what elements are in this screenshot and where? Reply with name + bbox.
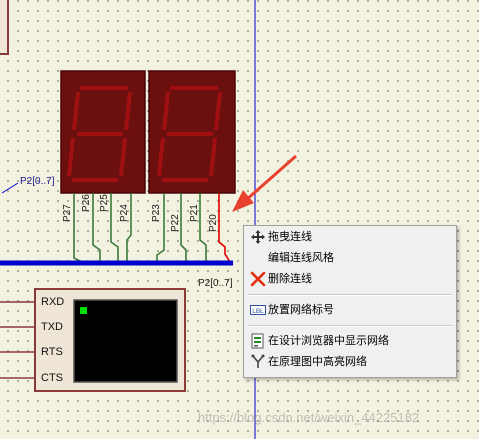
bus-entry: [1, 182, 19, 194]
highlight-net-icon: [250, 354, 266, 370]
menu-separator: [248, 294, 452, 296]
menu-item-label: 在设计浏览器中显示网络: [268, 334, 389, 347]
seven-segment-display-1[interactable]: [60, 70, 146, 194]
move-icon: [250, 229, 266, 245]
menu-item-label: 在原理图中高亮网络: [268, 355, 367, 368]
selected-wire[interactable]: [218, 193, 231, 263]
net-label-icon: LBL: [250, 302, 266, 318]
menu-item-delete-wire[interactable]: 删除连线: [248, 269, 452, 289]
svg-text:LBL: LBL: [252, 308, 264, 315]
terminal-pin-rxd: RXD: [41, 296, 65, 308]
menu-item-place-net-label[interactable]: LBL 放置网络标号: [248, 300, 452, 320]
pin-label-p24: P24: [119, 204, 130, 222]
annotation-arrow-1: [232, 154, 297, 212]
terminal-pin-txd: TXD: [41, 321, 63, 333]
menu-item-label: 放置网络标号: [268, 303, 334, 316]
menu-item-label: 编辑连线风格: [268, 251, 334, 264]
pin-label-p23: P23: [151, 204, 162, 222]
pin-label-p20: P20: [208, 214, 219, 232]
seven-segment-display-2[interactable]: [148, 70, 236, 194]
menu-item-drag-wire[interactable]: 拖曳连线: [248, 227, 452, 247]
menu-item-show-in-design-explorer[interactable]: 在设计浏览器中显示网络: [248, 331, 452, 351]
bus-label-top[interactable]: P2[0..7]: [20, 176, 55, 187]
menu-item-highlight-net[interactable]: 在原理图中高亮网络: [248, 352, 452, 372]
menu-item-edit-wire-style[interactable]: 编辑连线风格: [248, 248, 452, 268]
pin-label-p26: P26: [81, 194, 92, 212]
menu-item-label: 删除连线: [268, 272, 312, 285]
design-explorer-icon: [250, 333, 266, 349]
pin-label-p21: P21: [189, 204, 200, 222]
pin-label-p25: P25: [99, 194, 110, 212]
terminal-pin-cts: CTS: [41, 372, 63, 384]
context-menu: 拖曳连线 编辑连线风格 删除连线 LBL 放置网络标号: [243, 225, 457, 378]
pin-label-p27: P27: [62, 204, 73, 222]
terminal-pin-rts: RTS: [41, 346, 63, 358]
virtual-terminal[interactable]: [34, 288, 186, 392]
delete-x-icon: [250, 271, 266, 287]
pin-label-p22: P22: [170, 214, 181, 232]
menu-item-label: 拖曳连线: [268, 230, 312, 243]
pin-wires[interactable]: [73, 193, 207, 263]
menu-separator: [248, 325, 452, 327]
terminal-pin-wires[interactable]: [0, 301, 35, 379]
watermark: https://blog.csdn.net/weixin_44225182: [198, 410, 420, 425]
bus-label-right[interactable]: P2[0..7]: [198, 278, 233, 289]
partial-component[interactable]: [0, 0, 9, 55]
